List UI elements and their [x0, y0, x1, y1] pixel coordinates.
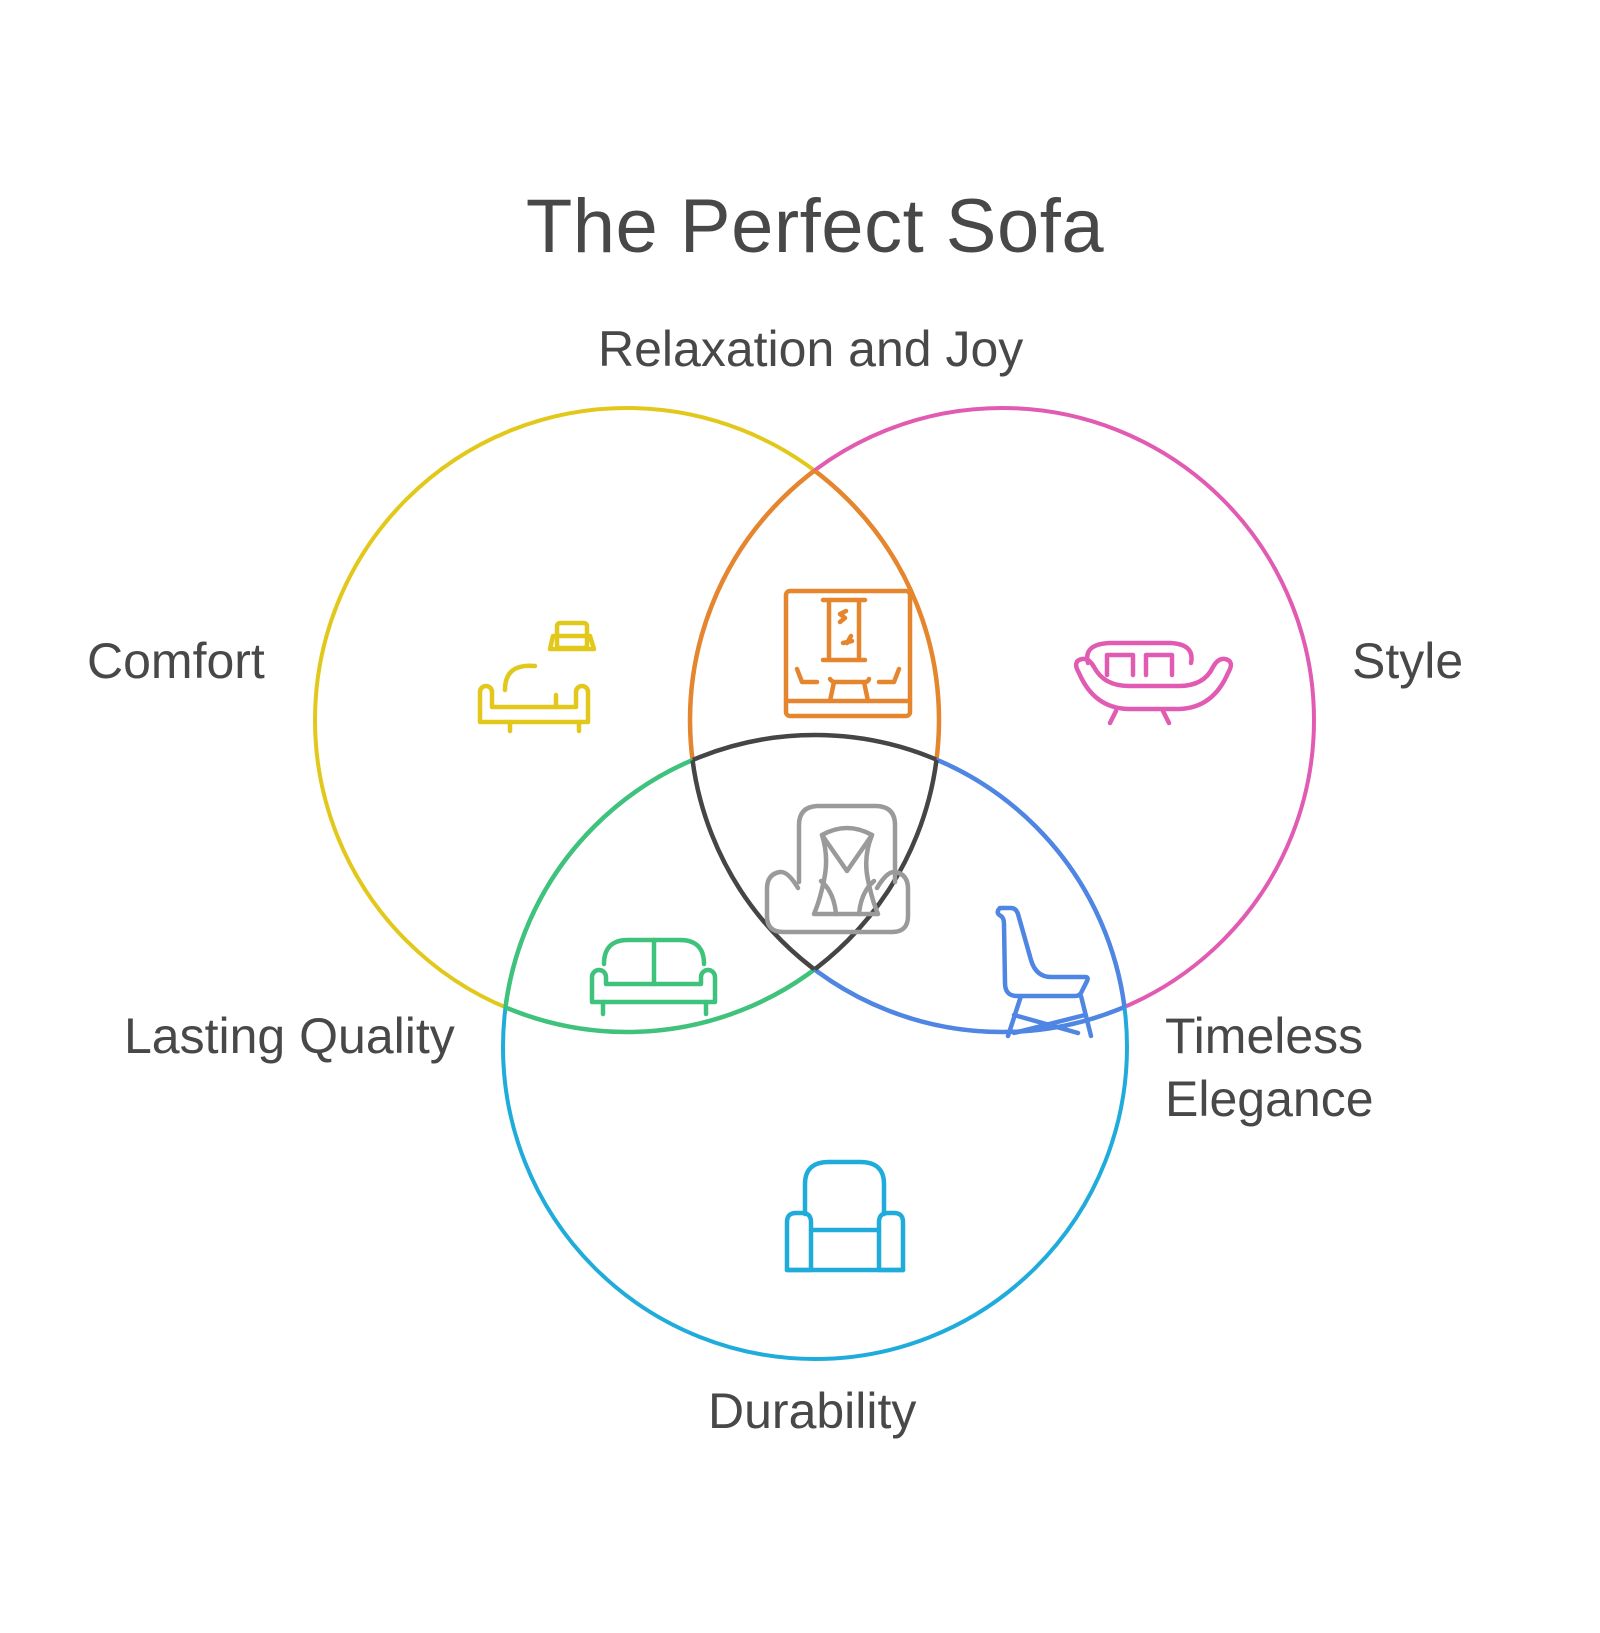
armchair-icon — [784, 1159, 906, 1273]
arc-group-comfort-durability — [500, 732, 942, 1035]
arc-group-center — [687, 732, 942, 1032]
arc-center-c — [690, 732, 939, 1032]
label-style: Style — [1352, 633, 1464, 689]
arc-style-durability-a — [687, 735, 1127, 1035]
label-comfort: Comfort — [87, 633, 265, 689]
arc-comfort-durability-a — [503, 735, 942, 1035]
modern-chair-icon — [995, 905, 1094, 1039]
lounge-room-icon — [783, 588, 913, 719]
label-lasting-quality: Lasting Quality — [124, 1008, 455, 1064]
label-relaxation-and-joy: Relaxation and Joy — [598, 321, 1024, 377]
arc-comfort-style-left — [690, 408, 942, 1032]
arc-comfort-durability-b — [500, 732, 939, 1032]
two-seat-sofa-icon — [589, 937, 718, 1017]
diagram-title: The Perfect Sofa — [525, 184, 1105, 269]
loveseat-with-pillows-icon — [1073, 640, 1234, 726]
wingback-armchair-icon — [764, 803, 911, 935]
label-timeless-line-1: Timeless — [1165, 1008, 1364, 1064]
sofa-with-laptop-icon — [477, 620, 597, 734]
arc-comfort-style-right — [687, 408, 939, 1032]
arc-group-comfort-style — [687, 408, 942, 1032]
circle-durability — [501, 733, 1129, 1361]
arc-style-durability-b — [690, 732, 1130, 1032]
label-durability: Durability — [708, 1383, 917, 1439]
label-timeless-line-2: Elegance — [1165, 1071, 1374, 1127]
